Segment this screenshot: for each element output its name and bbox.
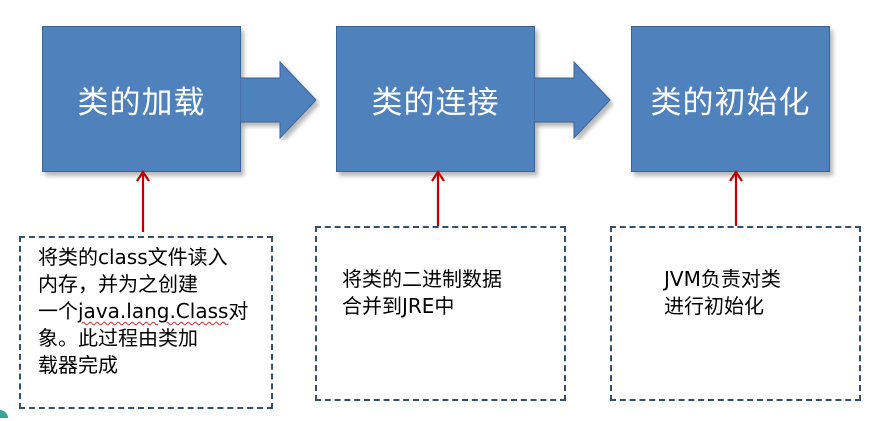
flow-arrow-right	[240, 60, 317, 140]
note-text: 一个	[38, 299, 78, 323]
stage-label-linking: 类的连接	[371, 84, 500, 121]
corner-decoration	[0, 410, 8, 418]
note-line: 载器完成	[38, 353, 118, 377]
stage-label-initialization: 类的初始化	[650, 84, 811, 121]
note-line: 象。此过程由类加	[38, 326, 198, 350]
stage-box-linking: 类的连接	[336, 26, 535, 172]
note-line: 内存，并为之创建	[38, 272, 198, 296]
pointer-arrow-up	[431, 170, 445, 226]
note-loading: 将类的class文件读入 内存，并为之创建 一个java.lang.Class对…	[19, 236, 273, 409]
note-initialization: JVM负责对类 进行初始化	[610, 226, 861, 401]
flow-arrow-right	[534, 60, 611, 140]
note-line: 合并到JRE中	[342, 294, 455, 318]
note-line: 将类的二进制数据	[342, 267, 502, 291]
stage-label-loading: 类的加载	[77, 84, 206, 121]
note-text: 对	[228, 299, 249, 323]
note-line: JVM负责对类	[664, 267, 781, 291]
pointer-arrow-up	[729, 170, 743, 226]
note-linking: 将类的二进制数据 合并到JRE中	[315, 226, 566, 401]
note-line: 一个java.lang.Class对	[38, 298, 263, 325]
note-line: 将类的class文件读入	[38, 245, 228, 269]
stage-box-loading: 类的加载	[42, 26, 241, 172]
pointer-arrow-up	[136, 170, 150, 232]
stage-box-initialization: 类的初始化	[631, 26, 830, 172]
note-line: 进行初始化	[664, 294, 764, 318]
class-name-text: java.lang.Class	[78, 299, 229, 323]
